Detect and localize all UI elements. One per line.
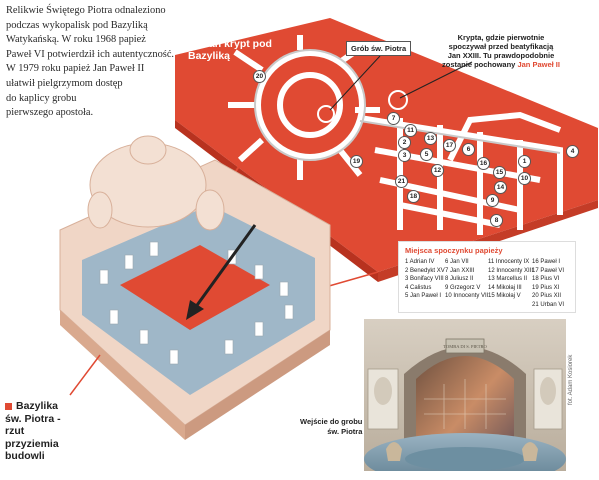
plan-title-line1: Plan krypt pod: [199, 38, 272, 50]
basilica-label: Bazylika św. Piotra - rzut przyziemia bu…: [5, 400, 61, 463]
plan-marker: 2: [398, 136, 411, 149]
plan-marker: 16: [477, 157, 490, 170]
intro-text: Relikwie Świętego Piotra odnaleziono pod…: [6, 4, 206, 121]
basilica-nave: [120, 245, 270, 330]
plan-marker: 17: [443, 139, 456, 152]
plan-marker: 4: [566, 145, 579, 158]
intro-line: podczas wykopalisk pod Bazyliką: [6, 19, 148, 31]
basilica-illustration: [59, 135, 331, 440]
legend-entry: 7 Jan XXIII: [445, 267, 475, 274]
krypta-leader-line: [399, 61, 473, 99]
basilica-label-line5: budowli: [5, 450, 45, 462]
plan-marker: 8: [490, 214, 503, 227]
legend-entry: 9 Grzegorz V: [445, 284, 481, 291]
entry-label: Wejście do grobu św. Piotra: [300, 417, 362, 436]
plan-marker: 15: [493, 166, 506, 179]
grob-callout: Grób św. Piotra: [346, 41, 412, 56]
legend-entry: 11 Innocenty IX: [488, 259, 530, 265]
intro-line: pierwszego apostoła.: [6, 107, 94, 119]
plan-marker: 18: [407, 190, 420, 203]
plan-marker: 5: [420, 148, 433, 161]
krypta-line2: spoczywał przed beatyfikacją: [448, 42, 554, 51]
legend-column: 6 Jan VII 7 Jan XXIII 8 Juliusz II 9 Grz…: [445, 258, 488, 310]
photo-credit: fot. Adam Kosiorek: [568, 354, 574, 405]
intro-line: W 1979 roku papież Jan Paweł II: [6, 63, 145, 75]
intro-line: do kaplicy grobu: [6, 92, 77, 104]
krypta-line3: Jan XXIII. Tu prawdopodobnie: [447, 51, 555, 60]
plan-marker: 7: [387, 112, 400, 125]
intro-line: Relikwie Świętego Piotra odnaleziono: [6, 5, 166, 16]
legend-entry: 1 Adrian IV: [405, 259, 435, 265]
intro-line: Paweł VI potwierdził ich autentyczność.: [6, 48, 175, 60]
basilica-label-line4: przyziemia: [5, 437, 59, 450]
plan-marker: 1: [518, 155, 531, 168]
plan-marker: 3: [398, 149, 411, 162]
legend-entry: 15 Mikołaj V: [488, 293, 521, 300]
plan-marker: 6: [462, 143, 475, 156]
crypt-plan-slab: [175, 18, 598, 272]
plan-marker: 12: [431, 164, 444, 177]
legend-title: Miejsca spoczynku papieży: [405, 246, 503, 255]
photo-sign: TOMBA DI S. PIETRO: [443, 344, 487, 349]
tomb-entrance-photo: TOMBA DI S. PIETRO: [364, 319, 566, 471]
plan-marker: 10: [518, 172, 531, 185]
legend-entry: 4 Calistus: [405, 284, 432, 291]
pope-burial-legend: Miejsca spoczynku papieży 1 Adrian IV 2 …: [398, 241, 576, 313]
plan-marker: 9: [486, 194, 499, 207]
legend-entry: 17 Paweł VI: [532, 267, 565, 274]
legend-entry: 10 Innocenty VII: [445, 293, 489, 300]
legend-entry: 8 Juliusz II: [445, 276, 474, 283]
legend-column: 16 Paweł I 17 Paweł VI 18 Pius VI 19 Piu…: [532, 258, 568, 310]
plan-marker: 11: [404, 124, 417, 137]
legend-entry: 16 Paweł I: [532, 259, 561, 265]
legend-entry: 19 Pius XI: [532, 284, 560, 291]
plan-title-line2: Bazyliką: [188, 50, 231, 62]
legend-entry: 13 Marcellus II: [488, 276, 528, 283]
legend-entry: 20 Pius XII: [532, 293, 562, 300]
legend-column: 1 Adrian IV 2 Benedykt XV 3 Bonifacy VII…: [405, 258, 445, 310]
basilica-label-line3: rzut: [5, 425, 25, 437]
basilica-label-line2: św. Piotra -: [5, 412, 61, 425]
plan-title: Plan krypt pod Bazyliką: [188, 38, 272, 62]
location-arrow: [193, 224, 257, 309]
basilica-label-line1: Bazylika: [16, 400, 59, 412]
krypta-line4b: Jan Paweł II: [517, 60, 560, 69]
legend-entry: 3 Bonifacy VIII: [405, 276, 444, 283]
legend-entry: 2 Benedykt XV: [405, 267, 445, 274]
krypta-line1: Krypta, gdzie pierwotnie: [457, 33, 545, 42]
legend-entry: 6 Jan VII: [445, 259, 469, 265]
entry-label-line1: Wejście do grobu: [300, 417, 363, 426]
grob-leader-line: [329, 55, 381, 111]
legend-entry: 21 Urban VI: [532, 301, 565, 308]
plan-marker: 13: [424, 132, 437, 145]
plan-marker: 19: [350, 155, 363, 168]
plan-marker: 20: [253, 70, 266, 83]
intro-line: Watykańską. W roku 1968 papież: [6, 34, 146, 46]
legend-entry: 18 Pius VI: [532, 276, 560, 283]
intro-line: ułatwił pielgrzymom dostęp: [6, 77, 123, 89]
krypta-callout: Krypta, gdzie pierwotnie spoczywał przed…: [438, 31, 564, 71]
legend-column: 11 Innocenty IX 12 Innocenty XIII 13 Mar…: [488, 258, 534, 310]
legend-entry: 12 Innocenty XIII: [488, 267, 534, 274]
plan-marker: 14: [494, 181, 507, 194]
krypta-marker: [388, 90, 408, 110]
legend-entry: 14 Mikołaj III: [488, 284, 522, 291]
krypta-line4a: zostanie pochowany: [442, 60, 516, 69]
entry-label-line2: św. Piotra: [327, 426, 363, 436]
plan-marker: 21: [395, 175, 408, 188]
legend-entry: 5 Jan Paweł I: [405, 293, 442, 300]
